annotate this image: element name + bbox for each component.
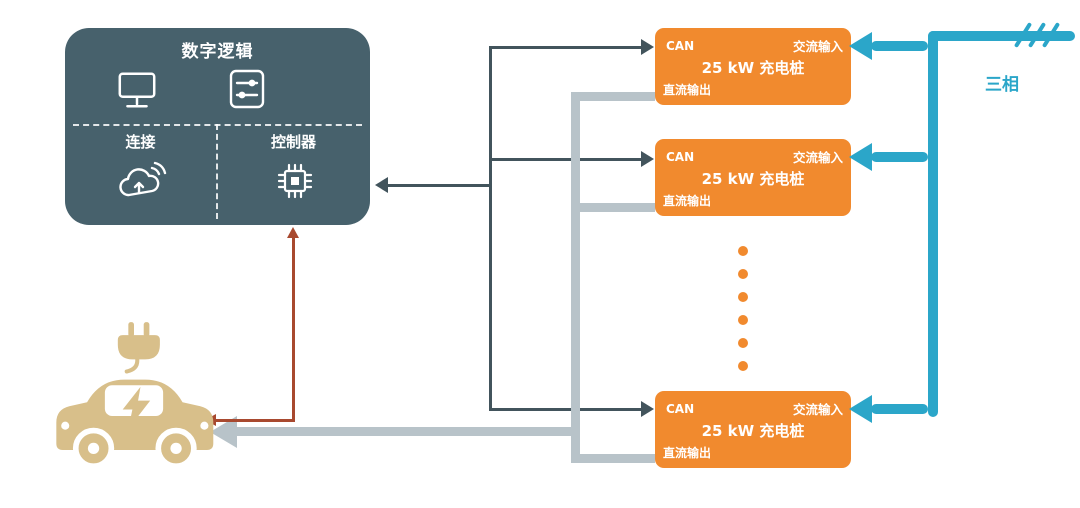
charger-title: 25 kW 充电桩: [701, 170, 805, 188]
sliders-settings-icon: [226, 66, 268, 116]
can-arrow-module-1: [641, 39, 654, 55]
dc-output-label: 直流输出: [663, 83, 712, 97]
ellipsis-dot: [738, 269, 748, 279]
can-label: CAN: [666, 402, 695, 416]
ac-input-label: 交流输入: [792, 150, 843, 165]
charger-module-2: CAN 交流输入 25 kW 充电桩 直流输出: [655, 139, 851, 216]
pilot-arrow-to-controller: [287, 227, 299, 238]
ellipsis-dot: [738, 361, 748, 371]
ellipsis-dot: [738, 246, 748, 256]
dc-output-label: 直流输出: [663, 194, 712, 208]
can-label: CAN: [666, 39, 695, 53]
charger-module-1: CAN 交流输入 25 kW 充电桩 直流输出: [655, 28, 851, 105]
can-bus-trunk-line: [489, 47, 492, 411]
can-line-module-1: [489, 46, 642, 49]
ac-input-arrow-module-1: [849, 32, 872, 60]
ac-input-arrow-module-3: [849, 395, 872, 423]
ac-mains-feed-line: [928, 31, 1075, 41]
dc-line-module-2: [576, 203, 655, 212]
pilot-line-to-vehicle: [215, 419, 293, 422]
charger-title: 25 kW 充电桩: [701, 422, 805, 440]
ellipsis-dot: [738, 338, 748, 348]
dc-line-module-1: [576, 92, 655, 101]
cloud-connect-icon: [116, 159, 168, 211]
can-arrow-to-controller: [375, 177, 388, 193]
charger-title: 25 kW 充电桩: [701, 59, 805, 77]
chip-icon: [272, 158, 318, 208]
can-label: CAN: [666, 150, 695, 164]
ac-input-arrow-module-2: [849, 143, 872, 171]
ellipsis-dot: [738, 292, 748, 302]
divider-vertical: [216, 124, 218, 219]
charger-module-3: CAN 交流输入 25 kW 充电桩 直流输出: [655, 391, 851, 468]
connectivity-label: 连接: [125, 133, 156, 151]
dc-output-label: 直流输出: [663, 446, 712, 460]
monitor-icon: [114, 68, 160, 116]
ac-input-line-module-3: [871, 404, 928, 414]
three-phase-label: 三相: [985, 75, 1019, 95]
can-arrow-module-2: [641, 151, 654, 167]
dc-bus-trunk-line: [571, 92, 580, 463]
can-line-to-controller: [388, 184, 489, 187]
electric-vehicle-icon: [45, 322, 223, 480]
controller-label: 控制器: [270, 133, 316, 151]
dc-line-to-vehicle: [236, 427, 576, 436]
can-line-module-2: [489, 158, 642, 161]
ac-input-line-module-1: [871, 41, 928, 51]
ac-input-label: 交流输入: [792, 402, 843, 417]
ellipsis-dot: [738, 315, 748, 325]
ac-input-label: 交流输入: [792, 39, 843, 54]
ac-mains-vertical-line: [928, 31, 938, 417]
dc-line-module-3: [576, 454, 655, 463]
digital-logic-block: 数字逻辑 连接: [65, 28, 370, 225]
more-modules-ellipsis: [738, 246, 748, 384]
ac-input-line-module-2: [871, 152, 928, 162]
digital-logic-title: 数字逻辑: [181, 42, 254, 62]
can-line-module-3: [489, 408, 642, 411]
can-arrow-module-3: [641, 401, 654, 417]
pilot-line-vertical: [292, 236, 295, 422]
